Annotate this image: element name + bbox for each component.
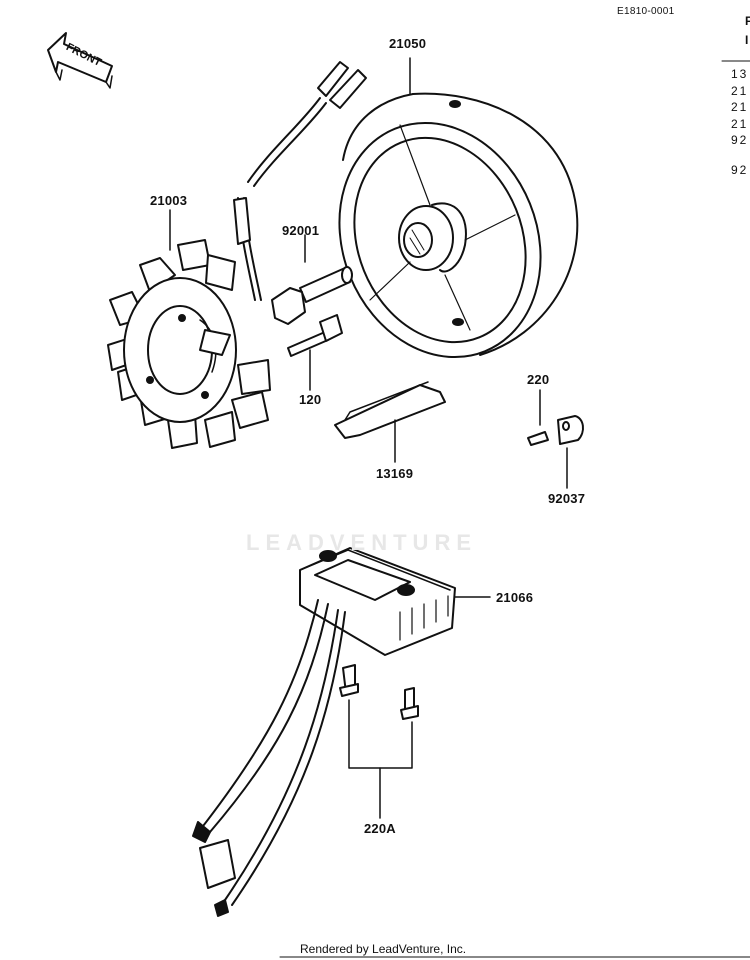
right-header-line-1: F xyxy=(745,14,750,28)
list-item: 21 xyxy=(731,83,749,98)
regulator-rectifier xyxy=(299,547,491,656)
flywheel-rotor xyxy=(338,57,579,359)
stator-coil xyxy=(107,209,271,449)
callout-flywheel: 21050 xyxy=(389,36,427,51)
right-table-header: F I xyxy=(745,12,750,50)
list-item: 21 xyxy=(731,116,749,131)
bolt-92001 xyxy=(271,234,353,325)
right-header-line-2: I xyxy=(745,33,749,47)
regulator-wires xyxy=(192,599,346,917)
footer-credit: Rendered by LeadVenture, Inc. xyxy=(300,942,467,956)
watermark: LEADVENTURE xyxy=(246,530,478,555)
clamp-92037 xyxy=(557,415,584,489)
callout-bolt-120: 120 xyxy=(299,392,322,407)
callout-regulator: 21066 xyxy=(496,590,534,605)
callout-bolt-92001: 92001 xyxy=(282,223,320,238)
list-item: 13 xyxy=(731,67,749,81)
callout-plate: 13169 xyxy=(376,466,414,481)
right-parts-list: 13 21 21 21 92 92 xyxy=(731,66,748,178)
bolt-120 xyxy=(287,314,343,391)
callout-screw-220: 220 xyxy=(527,372,550,387)
list-item: 21 xyxy=(731,100,749,114)
callout-stator: 21003 xyxy=(150,193,188,208)
front-arrow-icon xyxy=(47,32,113,89)
screw-220 xyxy=(527,389,549,446)
callout-screw-220a: 220A xyxy=(364,821,396,836)
list-item: 92 xyxy=(731,133,749,147)
plate-13169 xyxy=(334,381,446,463)
callout-clamp: 92037 xyxy=(548,491,586,506)
screws-220a xyxy=(339,664,419,819)
list-item: 92 xyxy=(731,162,749,177)
drawing-code: E1810-0001 xyxy=(617,6,675,17)
stator-lead-wires xyxy=(233,61,367,301)
